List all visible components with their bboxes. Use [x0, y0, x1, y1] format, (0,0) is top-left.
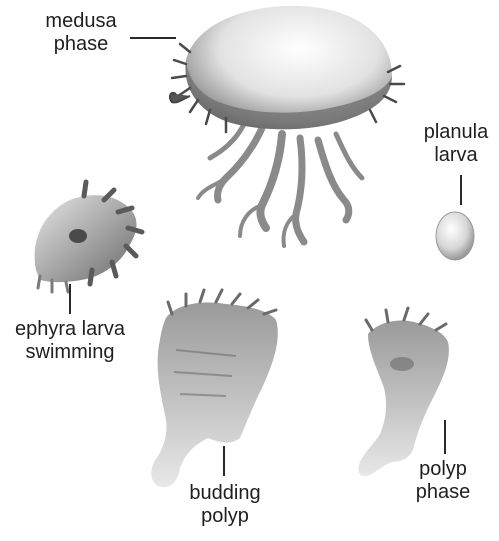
budding-label-line2: polyp: [180, 505, 270, 528]
budding-polyp-illustration: [151, 290, 278, 487]
planula-label-line1: planula: [414, 121, 498, 144]
ephyra-label-line1: ephyra larva: [6, 318, 134, 341]
polyp-label: polyp phase: [406, 458, 480, 504]
planula-label: planula larva: [414, 121, 498, 167]
budding-label: budding polyp: [180, 482, 270, 528]
medusa-label: medusa phase: [36, 10, 126, 56]
planula-leader-line: [460, 175, 462, 205]
budding-leader-line: [223, 446, 225, 476]
ephyra-illustration: [35, 182, 142, 292]
medusa-label-line1: medusa: [36, 10, 126, 33]
ephyra-label-line2: swimming: [6, 341, 134, 364]
polyp-illustration: [358, 308, 448, 476]
medusa-label-line2: phase: [36, 33, 126, 56]
planula-illustration: [436, 212, 474, 260]
ephyra-label: ephyra larva swimming: [6, 318, 134, 364]
ephyra-leader-line: [69, 284, 71, 314]
polyp-label-line2: phase: [406, 481, 480, 504]
budding-label-line1: budding: [180, 482, 270, 505]
polyp-leader-line: [444, 420, 446, 454]
medusa-leader-line: [130, 37, 176, 39]
polyp-label-line1: polyp: [406, 458, 480, 481]
planula-label-line2: larva: [414, 144, 498, 167]
medusa-illustration: [170, 6, 404, 246]
